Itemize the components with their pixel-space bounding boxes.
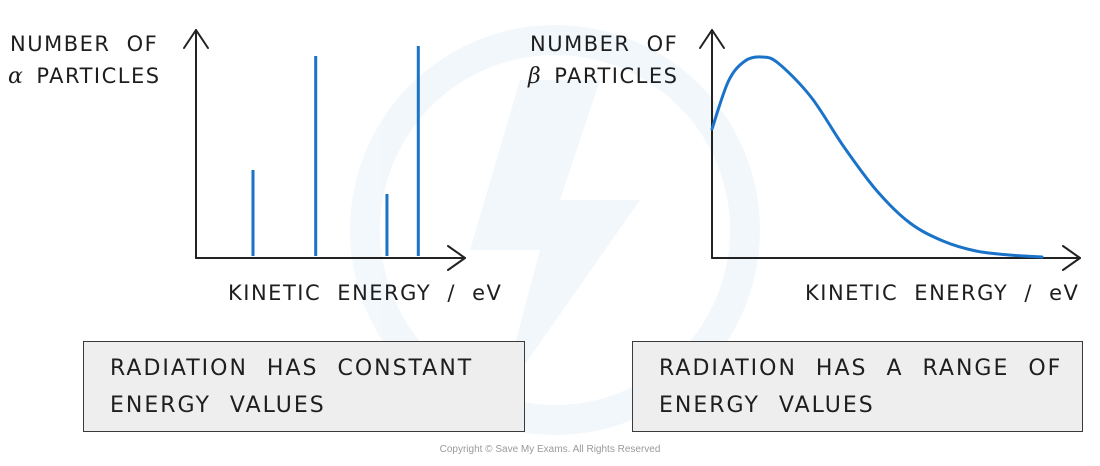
alpha-note-box: RADIATION HAS CONSTANT ENERGY VALUES (83, 341, 525, 432)
beta-ylabel-line2: β PARTICLES (528, 66, 678, 88)
alpha-y-arrowhead (183, 29, 209, 49)
beta-axes (699, 29, 1081, 271)
beta-y-arrowhead (699, 29, 725, 49)
alpha-symbol: α (8, 64, 25, 89)
beta-ylabel-text: PARTICLES (554, 64, 679, 88)
alpha-ylabel-text: PARTICLES (36, 64, 161, 88)
alpha-xlabel: KINETIC ENERGY / eV (228, 281, 503, 305)
alpha-ylabel-line2: α PARTICLES (8, 66, 161, 88)
beta-symbol: β (528, 64, 543, 89)
alpha-x-arrowhead (447, 245, 466, 271)
beta-spectrum-curve (710, 55, 1044, 259)
beta-note-box: RADIATION HAS A RANGE OF ENERGY VALUES (632, 341, 1083, 432)
watermark-logo (350, 25, 760, 435)
beta-xlabel: KINETIC ENERGY / eV (805, 281, 1080, 305)
alpha-axes (183, 29, 466, 271)
alpha-ylabel-line1: NUMBER OF (10, 32, 159, 56)
beta-x-arrowhead (1062, 245, 1081, 271)
copyright-text: Copyright © Save My Exams. All Rights Re… (439, 444, 661, 455)
alpha-spectrum-lines (251, 46, 420, 256)
beta-ylabel-line1: NUMBER OF (530, 32, 679, 56)
